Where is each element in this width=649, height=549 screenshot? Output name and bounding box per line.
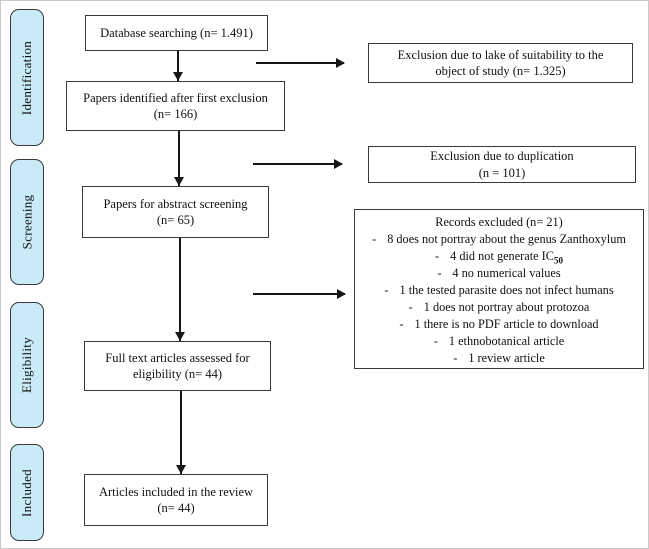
flow-box-text: Papers identified after first exclusion <box>83 90 268 105</box>
stage-included: Included <box>10 444 44 541</box>
list-dash: - <box>437 266 442 280</box>
excluded-reason-text: 1 review article <box>468 351 545 365</box>
excluded-reason: -1 ethnobotanical article <box>355 333 643 350</box>
arrow-right-to-suitability-exclusion <box>256 58 345 68</box>
excluded-reason-text: 1 there is no PDF article to download <box>414 317 599 331</box>
excluded-reason: -1 the tested parasite does not infect h… <box>355 282 643 299</box>
flow-box-count: eligibility (n= 44) <box>133 367 222 381</box>
excluded-reason-text: 4 did not generate IC <box>450 249 554 263</box>
arrow-down-fulltext-to-included <box>176 391 186 474</box>
list-dash: - <box>384 283 389 297</box>
excluded-reason-text: 1 does not portray about protozoa <box>423 300 590 314</box>
flow-box-text: Papers for abstract screening <box>103 196 248 211</box>
stage-label: Screening <box>19 194 34 250</box>
excluded-reason-text: 1 the tested parasite does not infect hu… <box>399 283 614 297</box>
exclusion-text: Exclusion due to lake of suitability to … <box>397 47 604 62</box>
arrow-right-to-records-excluded <box>253 289 346 299</box>
flow-box-count: (n= 65) <box>156 213 195 227</box>
stage-identification: Identification <box>10 9 44 146</box>
stage-label: Included <box>19 468 35 517</box>
exclusion-count: (n = 101) <box>478 165 526 180</box>
excluded-reason: -8 does not portray about the genus Zant… <box>355 231 643 248</box>
flow-box-first-exclusion: Papers identified after first exclusion … <box>66 81 285 131</box>
exclusion-box-records-excluded: Records excluded (n= 21) -8 does not por… <box>354 209 644 369</box>
flow-box-articles-included: Articles included in the review (n= 44) <box>84 474 268 526</box>
excluded-reason-text: 1 ethnobotanical article <box>448 334 565 348</box>
list-dash: - <box>435 249 440 263</box>
excluded-reason-text: 4 no numerical values <box>452 266 561 280</box>
exclusion-box-duplication: Exclusion due to duplication (n = 101) <box>368 146 636 183</box>
exclusion-text: Exclusion due to duplication <box>430 149 574 163</box>
arrow-down-database-to-first-exclusion <box>173 51 183 81</box>
exclusion-box-suitability: Exclusion due to lake of suitability to … <box>368 43 633 83</box>
flow-box-count: (n= 166) <box>153 107 198 121</box>
stage-label: Identification <box>19 40 35 115</box>
list-dash: - <box>399 317 404 331</box>
list-dash: - <box>453 351 458 365</box>
flow-box-full-text-eligibility: Full text articles assessed for eligibil… <box>84 341 271 391</box>
exclusion-count: object of study (n= 1.325) <box>435 64 566 78</box>
list-dash: - <box>408 300 413 314</box>
flow-box-count: (n= 44) <box>157 501 195 515</box>
excluded-reason: -1 does not portray about protozoa <box>355 299 643 316</box>
records-excluded-title: Records excluded (n= 21) <box>435 215 563 229</box>
excluded-reason: -4 no numerical values <box>355 265 643 282</box>
arrow-down-abstract-to-fulltext <box>175 238 185 341</box>
stage-label: Eligibility <box>19 336 34 394</box>
excluded-reason: -1 there is no PDF article to download <box>355 316 643 333</box>
list-dash: - <box>433 334 438 348</box>
list-dash: - <box>372 232 377 246</box>
excluded-reason-text: 8 does not portray about the genus Zanth… <box>387 232 626 246</box>
flow-box-text: Full text articles assessed for <box>105 350 250 365</box>
flow-box-text: Articles included in the review <box>98 484 254 499</box>
arrow-down-first-exclusion-to-abstract <box>174 131 184 186</box>
flow-box-database-searching: Database searching (n= 1.491) <box>85 15 268 51</box>
arrow-right-to-duplication-exclusion <box>253 159 343 169</box>
stage-eligibility: Eligibility <box>10 302 44 428</box>
stage-screening: Screening <box>10 159 44 285</box>
flow-box-abstract-screening: Papers for abstract screening (n= 65) <box>82 186 269 238</box>
excluded-reason: -4 did not generate IC50 <box>355 248 643 265</box>
excluded-reason: -1 review article <box>355 350 643 367</box>
flow-box-text: Database searching (n= 1.491) <box>100 25 253 40</box>
subscript: 50 <box>553 255 563 266</box>
